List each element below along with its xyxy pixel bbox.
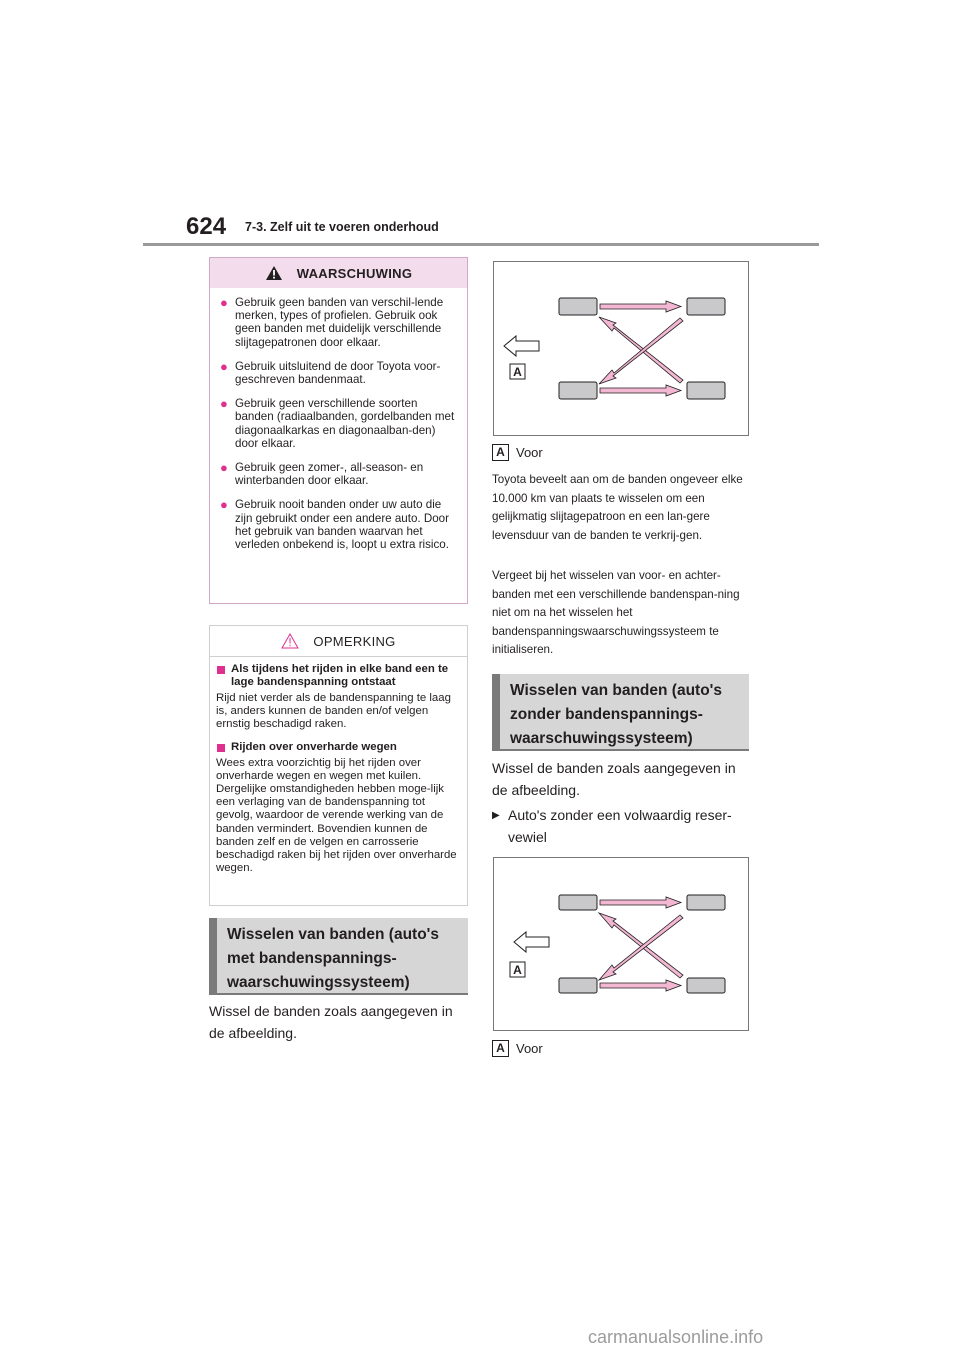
- note-title: OPMERKING: [313, 633, 396, 649]
- warning-item: ● Gebruik uitsluitend de door Toyota voo…: [220, 360, 459, 386]
- caption-marker: A: [492, 1040, 509, 1057]
- tire-rear-left: [686, 297, 726, 316]
- note-subheading-text: Rijden over onverharde wegen: [231, 740, 397, 753]
- figure-marker: A: [513, 365, 522, 379]
- figure-caption-2: A Voor: [492, 1040, 543, 1057]
- caption-text: Voor: [516, 445, 543, 460]
- caption-marker: A: [492, 444, 509, 461]
- warning-box: WAARSCHUWING ● Gebruik geen banden van v…: [209, 257, 468, 604]
- bullet-dot-icon: ●: [220, 460, 228, 476]
- warning-item-text: Gebruik geen zomer-, all-season- en wint…: [235, 461, 424, 488]
- caution-outline-icon: [281, 633, 300, 649]
- rotation-arrow: [597, 914, 684, 981]
- warning-item-text: Gebruik uitsluitend de door Toyota voor-…: [235, 359, 441, 387]
- bullet-dot-icon: ●: [220, 497, 228, 513]
- rotation-arrow: [599, 384, 683, 397]
- tire-front-left: [558, 297, 598, 316]
- note-subheading: Rijden over onverharde wegen: [216, 741, 459, 754]
- watermark: carmanualsonline.info: [588, 1327, 764, 1347]
- tire-front-right: [558, 381, 598, 400]
- warning-item-text: Gebruik geen verschillende soorten bande…: [235, 397, 455, 450]
- rotation-arrow: [599, 979, 683, 992]
- note-box: OPMERKING Als tijdens het rijden in elke…: [209, 625, 468, 906]
- bullet-dot-icon: ●: [220, 396, 228, 412]
- caption-text: Voor: [516, 1041, 543, 1056]
- tire-rear-left: [686, 894, 726, 911]
- body-text-right: Wissel de banden zoals aangegeven in de …: [492, 760, 736, 798]
- rotation-arrow: [599, 896, 683, 909]
- body-text-left: Wissel de banden zoals aangegeven in de …: [209, 1003, 453, 1041]
- tire-rear-right: [686, 381, 726, 400]
- warning-item: ● Gebruik geen verschillende soorten ban…: [220, 397, 459, 450]
- rotation-arrow: [597, 912, 684, 979]
- warning-item: ● Gebruik nooit banden onder uw auto die…: [220, 498, 459, 551]
- tire-front-right: [558, 977, 598, 994]
- note-paragraph: Rijd niet verder als de bandenspanning t…: [216, 692, 451, 731]
- square-bullet-icon: [217, 666, 225, 674]
- warning-list: ● Gebruik geen banden van verschil-lende…: [210, 288, 467, 551]
- rotation-arrow: [598, 317, 684, 385]
- section-title: 7-3. Zelf uit te voeren onderhoud: [245, 220, 439, 234]
- note-subheading-text: Als tijdens het rijden in elke band een …: [231, 663, 449, 688]
- rotation-interval-paragraph: Toyota beveelt aan om de banden ongeveer…: [492, 473, 743, 542]
- note-paragraph: Wees extra voorzichtig bij het rijden ov…: [216, 756, 457, 875]
- triangle-bullet-icon: ▶: [492, 810, 500, 821]
- warning-title: WAARSCHUWING: [296, 265, 413, 281]
- warning-item: ● Gebruik geen banden van verschil-lende…: [220, 296, 459, 349]
- front-direction-arrow-icon: [503, 334, 540, 358]
- warning-item: ● Gebruik geen zomer-, all-season- en wi…: [220, 461, 459, 487]
- bullet-dot-icon: ●: [220, 358, 228, 374]
- warning-item-text: Gebruik geen banden van verschil-lende m…: [235, 296, 444, 349]
- bullet-item: ▶ Auto's zonder een volwaardig reser-vew…: [492, 804, 754, 848]
- warning-icon: [265, 266, 282, 280]
- note-body: Als tijdens het rijden in elke band een …: [210, 657, 467, 875]
- square-bullet-icon: [217, 743, 225, 752]
- section-heading-with-tpms: Wisselen van banden (auto's met bandensp…: [209, 918, 468, 995]
- figure-caption-1: A Voor: [492, 444, 543, 461]
- tire-rotation-diagram: A: [509, 894, 726, 994]
- front-direction-arrow-icon: [513, 930, 550, 954]
- tire-rear-right: [686, 977, 726, 994]
- section-heading-without-tpms: Wisselen van banden (auto's zonder bande…: [492, 674, 749, 751]
- tpms-initialise-paragraph: Vergeet bij het wisselen van voor- en ac…: [492, 569, 740, 656]
- figure-marker: A: [513, 963, 522, 977]
- warning-item-text: Gebruik nooit banden onder uw auto die z…: [235, 498, 449, 552]
- tire-rotation-diagram: A: [503, 297, 726, 400]
- rotation-arrow: [599, 300, 683, 313]
- tire-rotation-figure-2: A: [493, 857, 749, 1031]
- bullet-text: Auto's zonder een volwaardig reser-vewie…: [508, 807, 732, 845]
- page-number: 624: [186, 213, 227, 240]
- tire-rotation-figure-1: A: [493, 261, 749, 436]
- tire-front-left: [558, 894, 598, 911]
- warning-header: WAARSCHUWING: [210, 258, 467, 288]
- note-subheading: Als tijdens het rijden in elke band een …: [216, 663, 459, 689]
- bullet-dot-icon: ●: [220, 295, 228, 310]
- note-header: OPMERKING: [210, 626, 467, 657]
- header-divider: [143, 243, 819, 246]
